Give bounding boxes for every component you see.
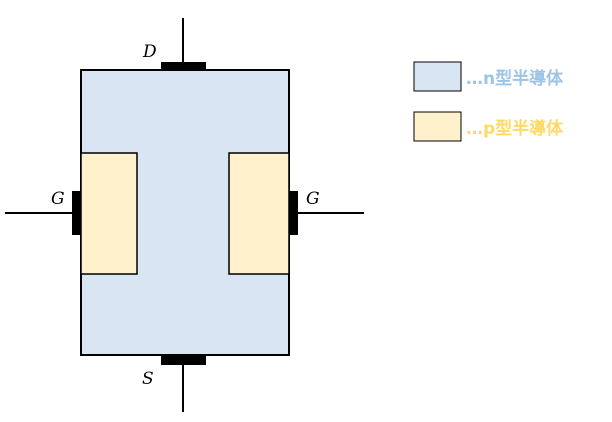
source-label: S (142, 369, 154, 389)
gate-left-label: G (51, 189, 65, 209)
drain-electrode (161, 62, 206, 71)
p-type-region-left (80, 152, 138, 275)
legend-label-p-type: …p型半導体 (466, 118, 564, 139)
drain-label: D (142, 42, 157, 62)
source-electrode (161, 355, 206, 365)
legend-swatch-p-type (413, 111, 462, 142)
legend-swatch-n-type (413, 61, 462, 92)
legend: …n型半導体 …p型半導体 (413, 61, 564, 142)
gate-electrode-left (72, 191, 81, 235)
legend-label-n-type: …n型半導体 (466, 68, 564, 89)
gate-right-label: G (306, 189, 320, 209)
gate-electrode-right (289, 191, 298, 235)
p-type-region-right (228, 152, 290, 275)
